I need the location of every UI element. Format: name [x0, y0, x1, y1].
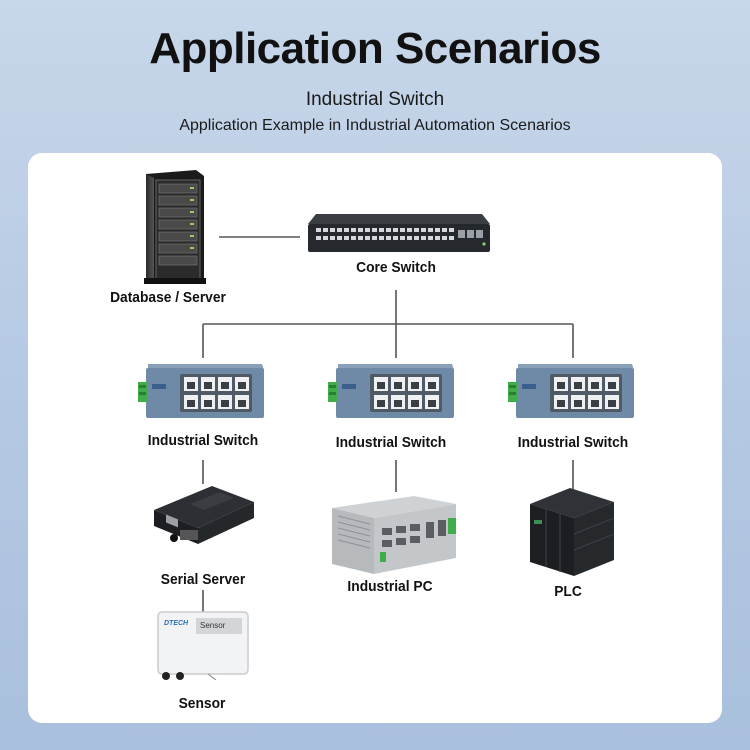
page-subtitle: Industrial Switch	[305, 89, 445, 110]
server-label: Database / Server	[110, 289, 226, 306]
industrial-switch-left-icon	[138, 364, 264, 418]
sensor-label: Sensor	[178, 695, 226, 712]
industrial-switch-right-icon	[508, 364, 634, 418]
page-title: Application Scenarios	[149, 24, 601, 73]
server-rack-icon	[144, 170, 206, 284]
plc-label: PLC	[554, 583, 582, 600]
industrial-switch-middle-icon	[328, 364, 454, 418]
industrial-switch-middle-label: Industrial Switch	[335, 434, 447, 451]
core-switch-icon	[308, 214, 490, 252]
page-description: Application Example in Industrial Automa…	[179, 117, 571, 134]
serial-server-label: Serial Server	[160, 571, 246, 588]
industrial-switch-right-label: Industrial Switch	[517, 434, 629, 451]
industrial-switch-left-label: Industrial Switch	[147, 432, 259, 449]
plc-icon	[530, 488, 615, 576]
industrial-pc-icon	[332, 496, 456, 574]
sensor-icon	[157, 611, 249, 680]
serial-server-icon	[154, 486, 254, 544]
sensor-brand-logo: DTECH	[164, 620, 189, 627]
industrial-pc-label: Industrial PC	[347, 578, 433, 595]
sensor-device: DTECH Sensor	[156, 610, 250, 680]
core-switch-label: Core Switch	[356, 259, 436, 276]
sensor-panel-text: Sensor	[200, 621, 226, 630]
